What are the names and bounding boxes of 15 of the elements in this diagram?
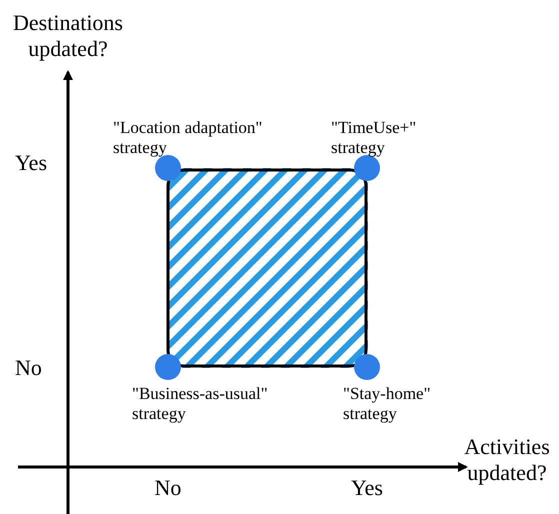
point-label: "TimeUse+" strategy [331, 118, 418, 158]
tick-label: No [15, 355, 43, 381]
point-marker [155, 354, 181, 380]
axis-title: Activities updated? [463, 434, 551, 486]
axis-title: Destinations updated? [12, 10, 124, 62]
point-label: "Location adaptation" strategy [113, 118, 264, 158]
tick-label: Yes [15, 150, 48, 176]
tick-label: No [154, 475, 182, 501]
point-marker [354, 354, 380, 380]
point-marker [155, 155, 181, 181]
point-label: "Stay-home" strategy [343, 384, 432, 424]
hatched-region [166, 166, 370, 370]
point-label: "Business-as-usual" strategy [132, 384, 269, 424]
point-marker [354, 155, 380, 181]
tick-label: Yes [350, 475, 384, 501]
